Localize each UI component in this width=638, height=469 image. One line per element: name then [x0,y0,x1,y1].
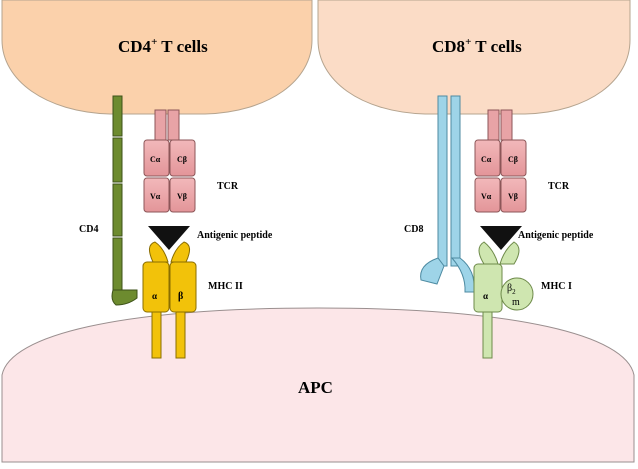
apc-label: APC [298,378,333,397]
cd4-tcr-label: TCR [217,181,239,192]
cd4-mhc-label: MHC II [208,281,243,292]
cd8-tcr-c-beta: Cβ [508,155,518,164]
cd4-cell-label: CD4+ T cells [118,36,208,56]
cd8-peptide-label: Antigenic peptide [518,230,594,241]
cd8-tcr-c-alpha: Cα [481,155,492,164]
cd8-b2m-sub: 2 [512,288,516,296]
cd4-mhc-beta: β [178,291,183,302]
cd4-mhc-ii [142,241,197,359]
cd8-cell-label-sup: + [465,36,471,48]
cd8-mhc-alpha: α [483,291,488,301]
cd4-tcr-c-beta: Cβ [177,155,187,164]
cd4-peptide-label: Antigenic peptide [197,230,273,241]
cd8-mhc-label: MHC I [541,281,572,292]
cd4-tcr-v-beta: Vβ [177,192,187,201]
cd4-tcr [143,109,196,213]
cd4-antigenic-peptide [148,226,190,250]
cd8-tcr [474,109,527,213]
cd4-tcell-body [1,0,313,115]
cd4-cell-label-main: CD4 [118,37,152,56]
cd8-b2m-beta: β [507,283,512,294]
cd4-coreceptor-label: CD4 [79,224,98,235]
cd8-b2m-label: β2 [507,283,516,296]
cd4-cell-label-sup: + [151,36,157,48]
cd4-tcr-v-alpha: Vα [150,192,161,201]
cd4-cell-label-rest: T cells [157,37,208,56]
cd4-tcr-c-alpha: Cα [150,155,161,164]
cd8-b2m-m: m [512,297,520,308]
cd8-coreceptor [420,95,475,293]
cd8-coreceptor-label: CD8 [404,224,423,235]
cd8-cell-label-main: CD8 [432,37,465,56]
cd8-cell-label-rest: T cells [471,37,522,56]
cd8-mhc-i [473,241,534,359]
cd8-tcr-v-beta: Vβ [508,192,518,201]
cd8-antigenic-peptide [480,226,522,250]
cd4-coreceptor [111,95,138,306]
cd8-cell-label: CD8+ T cells [432,36,522,56]
cd8-tcr-v-alpha: Vα [481,192,492,201]
cd8-tcell-body [317,0,631,115]
cd4-mhc-alpha: α [152,291,157,301]
cd8-tcr-label: TCR [548,181,570,192]
